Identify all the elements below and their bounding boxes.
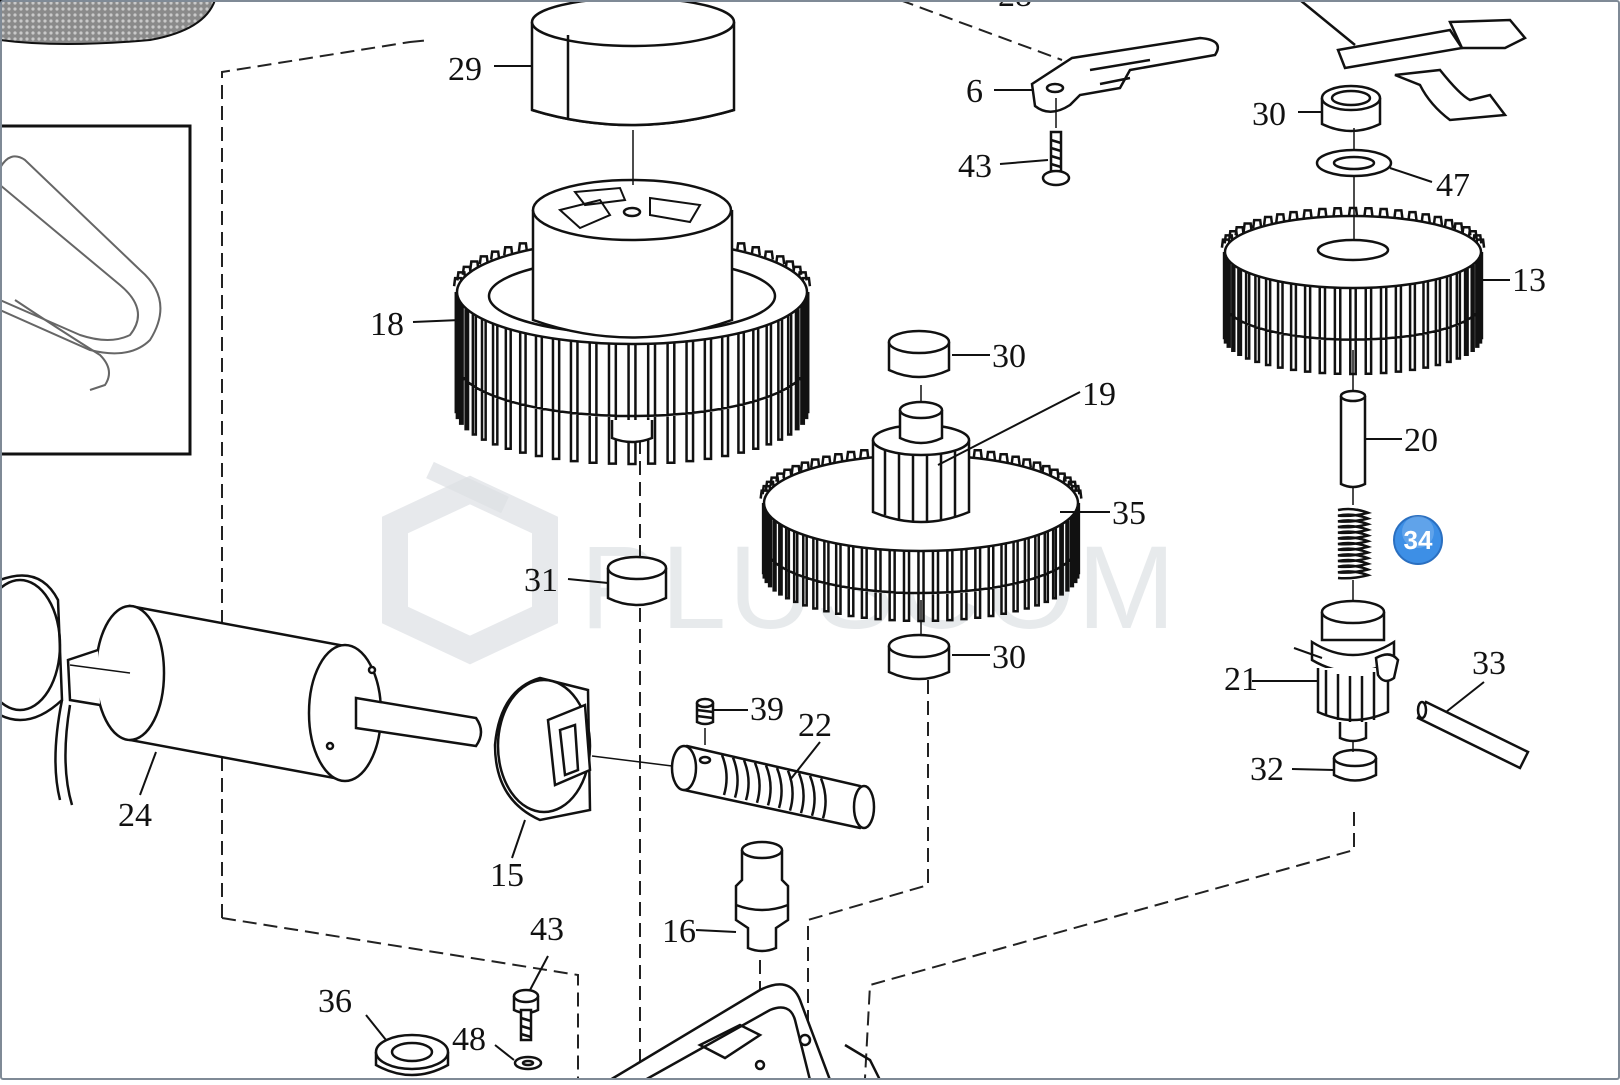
- top-right-lever: [1299, 0, 1527, 122]
- label-part-24: 24: [118, 797, 152, 834]
- label-part-47: 47: [1436, 167, 1470, 204]
- label-part-21: 21: [1224, 661, 1258, 698]
- label-part-39: 39: [750, 691, 784, 728]
- label-part-15: 15: [490, 857, 524, 894]
- label-part-36: 36: [318, 983, 352, 1020]
- part-19-pinion: [871, 400, 971, 524]
- label-part-19: 19: [1082, 376, 1116, 413]
- part-47-washer: [1315, 148, 1393, 178]
- part-22-worm: [670, 744, 876, 830]
- top-left-inset: [0, 0, 217, 456]
- label-part-30: 30: [992, 639, 1026, 676]
- label-part-32: 32: [1250, 751, 1284, 788]
- part-43-screw-top: [1041, 130, 1071, 187]
- label-part-13: 13: [1512, 262, 1546, 299]
- part-20-pin: [1339, 389, 1367, 489]
- part-18-gear: [452, 178, 812, 466]
- highlight-badge-part-34[interactable]: 34: [1393, 515, 1443, 565]
- label-part-35: 35: [1112, 495, 1146, 532]
- part-21-pinion: [1310, 599, 1400, 743]
- part-15-coupling: [493, 676, 592, 822]
- center-axes: [69, 98, 1355, 767]
- label-part-30: 30: [1252, 96, 1286, 133]
- label-part-20: 20: [1404, 422, 1438, 459]
- part-48-washer: [513, 1055, 543, 1071]
- part-30-bushing-top-right: [1320, 84, 1382, 133]
- label-part-22: 22: [798, 707, 832, 744]
- part-30-bushing-mid-top: [887, 329, 951, 379]
- label-part-31: 31: [524, 562, 558, 599]
- part-32-bushing: [1332, 748, 1378, 782]
- badge-label: 34: [1404, 525, 1433, 555]
- label-part-16: 16: [662, 913, 696, 950]
- motor-ring: [0, 574, 64, 722]
- leader-lines: [139, 65, 1510, 1061]
- part-39-setscrew: [695, 697, 715, 726]
- label-part-30: 30: [992, 338, 1026, 375]
- part-6-latch: [1030, 36, 1220, 113]
- part-29-sleeve: [530, 0, 736, 127]
- label-part-18: 18: [370, 306, 404, 343]
- watermark-logo-icon: [382, 461, 558, 665]
- label-part-33: 33: [1472, 645, 1506, 682]
- label-part-28: 28: [998, 0, 1032, 14]
- part-16-shaft: [734, 840, 790, 953]
- part-36-seal: [374, 1033, 450, 1077]
- label-part-48: 48: [452, 1021, 486, 1058]
- label-part-43: 43: [958, 148, 992, 185]
- part-24-motor: [54, 604, 483, 806]
- label-part-43: 43: [530, 911, 564, 948]
- part-labels: 28 29 6 43 30 47 13 18 30 19 20 35 31 30…: [118, 0, 1546, 1058]
- part-34-spring: [1337, 507, 1373, 580]
- part-33-key: [1416, 700, 1530, 770]
- part-31-bushing: [606, 555, 668, 607]
- part-30-bushing-mid-bottom: [887, 633, 951, 681]
- part-13-gear: [1220, 206, 1486, 376]
- part-43-bolt-bottom: [512, 988, 540, 1042]
- bottom-housing: [609, 983, 882, 1082]
- label-part-6: 6: [966, 73, 983, 110]
- label-part-29: 29: [448, 51, 482, 88]
